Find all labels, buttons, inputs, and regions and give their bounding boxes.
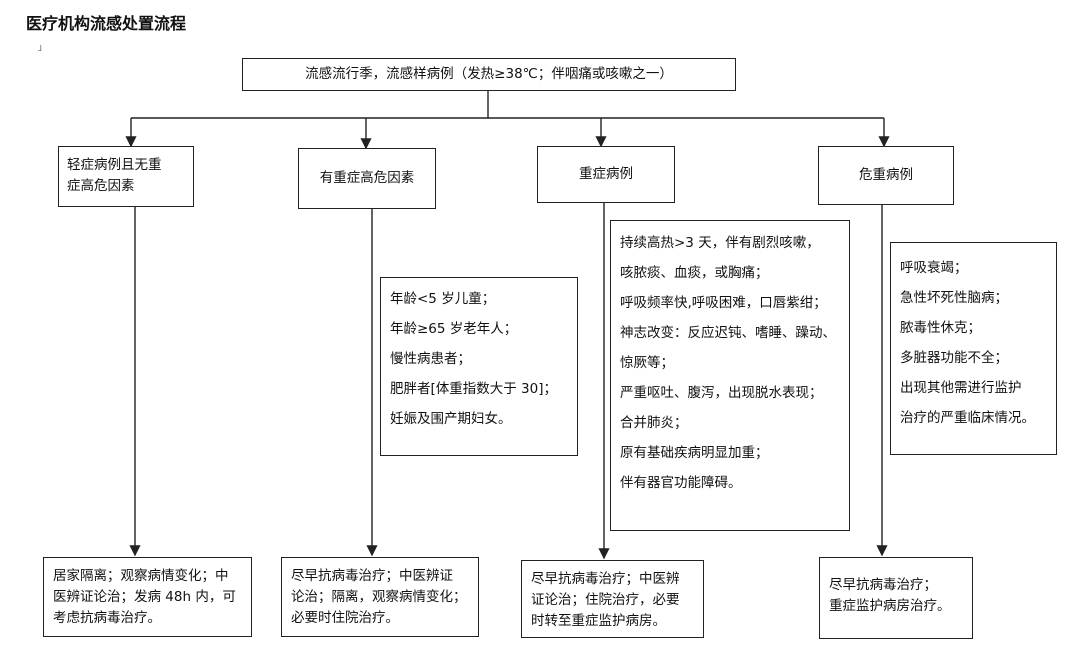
criteria-item: 治疗的严重临床情况。 — [900, 410, 1035, 426]
action-severe-box: 尽早抗病毒治疗；中医辨 证论治；住院治疗，必要 时转至重症监护病房。 — [521, 560, 704, 638]
category-mild-box: 轻症病例且无重 症高危因素 — [58, 146, 194, 207]
action-text: 尽早抗病毒治疗； — [829, 577, 937, 593]
top-condition-text: 流感流行季，流感样病例（发热≥38℃；伴咽痛或咳嗽之一） — [305, 66, 673, 82]
criteria-item: 惊厥等； — [620, 355, 674, 371]
criteria-item: 慢性病患者； — [390, 351, 471, 367]
action-highrisk-box: 尽早抗病毒治疗；中医辨证 论治；隔离，观察病情变化； 必要时住院治疗。 — [281, 557, 479, 637]
criteria-item: 年龄<5 岁儿童； — [390, 291, 496, 307]
action-mild-box: 居家隔离；观察病情变化；中 医辨证论治；发病 48h 内，可 考虑抗病毒治疗。 — [43, 557, 252, 637]
action-critical-box: 尽早抗病毒治疗； 重症监护病房治疗。 — [819, 557, 973, 639]
category-text: 重症病例 — [579, 166, 633, 182]
category-text: 轻症病例且无重 — [67, 157, 162, 173]
criteria-item: 持续高热>3 天，伴有剧烈咳嗽， — [620, 235, 820, 251]
action-text: 考虑抗病毒治疗。 — [53, 610, 161, 626]
action-text: 居家隔离；观察病情变化；中 — [53, 568, 229, 584]
severe-criteria-box: 持续高热>3 天，伴有剧烈咳嗽， 咳脓痰、血痰，或胸痛； 呼吸频率快,呼吸困难，… — [610, 220, 850, 531]
action-text: 尽早抗病毒治疗；中医辨证 — [291, 568, 453, 584]
criteria-item: 咳脓痰、血痰，或胸痛； — [620, 265, 769, 281]
criteria-item: 多脏器功能不全； — [900, 350, 1008, 366]
criteria-item: 严重呕吐、腹泻，出现脱水表现； — [620, 385, 823, 401]
category-text: 症高危因素 — [67, 178, 135, 194]
criteria-item: 急性坏死性脑病； — [900, 290, 1008, 306]
criteria-item: 呼吸衰竭； — [900, 260, 968, 276]
category-highrisk-box: 有重症高危因素 — [298, 148, 436, 209]
action-text: 必要时住院治疗。 — [291, 610, 399, 626]
action-text: 重症监护病房治疗。 — [829, 598, 951, 614]
criteria-item: 伴有器官功能障碍。 — [620, 475, 742, 491]
action-text: 医辨证论治；发病 48h 内，可 — [53, 589, 236, 605]
criteria-item: 神志改变：反应迟钝、嗜睡、躁动、 — [620, 325, 836, 341]
criteria-item: 原有基础疾病明显加重； — [620, 445, 769, 461]
action-text: 证论治；住院治疗，必要 — [531, 592, 680, 608]
category-critical-box: 危重病例 — [818, 146, 954, 205]
criteria-item: 肥胖者[体重指数大于 30]； — [390, 381, 558, 397]
category-text: 有重症高危因素 — [319, 170, 415, 186]
top-condition-box: 流感流行季，流感样病例（发热≥38℃；伴咽痛或咳嗽之一） — [242, 58, 736, 91]
criteria-item: 出现其他需进行监护 — [900, 380, 1022, 396]
action-text: 论治；隔离，观察病情变化； — [291, 589, 467, 605]
category-severe-box: 重症病例 — [537, 146, 675, 203]
category-text: 危重病例 — [859, 167, 913, 183]
action-text: 尽早抗病毒治疗；中医辨 — [531, 571, 680, 587]
criteria-item: 合并肺炎； — [620, 415, 688, 431]
page-title: 医疗机构流感处置流程 — [26, 14, 187, 33]
critical-criteria-box: 呼吸衰竭； 急性坏死性脑病； 脓毒性休克； 多脏器功能不全； 出现其他需进行监护… — [890, 242, 1057, 455]
criteria-item: 脓毒性休克； — [900, 320, 981, 336]
criteria-item: 年龄≥65 岁老年人； — [390, 321, 518, 337]
criteria-item: 呼吸频率快,呼吸困难，口唇紫绀； — [620, 295, 827, 311]
corner-mark: 」 — [38, 43, 48, 53]
highrisk-criteria-box: 年龄<5 岁儿童； 年龄≥65 岁老年人； 慢性病患者； 肥胖者[体重指数大于 … — [380, 277, 578, 456]
action-text: 时转至重症监护病房。 — [531, 613, 666, 629]
criteria-item: 妊娠及围产期妇女。 — [390, 411, 512, 427]
